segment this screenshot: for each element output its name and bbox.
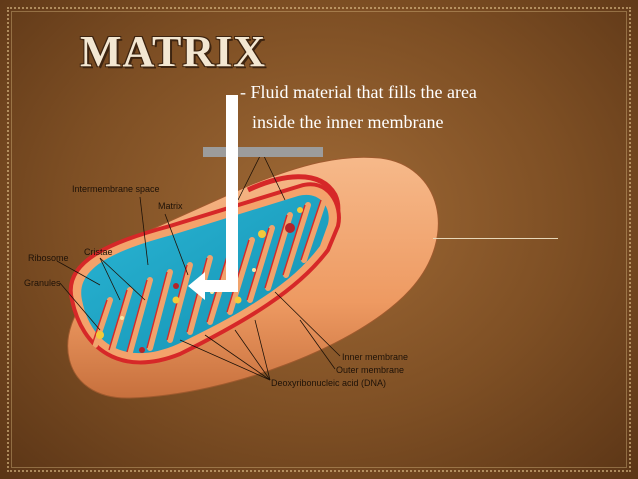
definition-line-1: - Fluid material that fills the area bbox=[240, 82, 477, 102]
matrix-arrow-shape bbox=[188, 95, 238, 300]
definition-line-2: inside the inner membrane bbox=[252, 112, 444, 132]
label-dna: Deoxyribonucleic acid (DNA) bbox=[271, 378, 386, 388]
pointer-bar bbox=[203, 147, 323, 157]
leader-lines bbox=[56, 151, 341, 381]
slide-title: MATRIX bbox=[80, 27, 267, 76]
cristae-folds bbox=[92, 197, 327, 355]
label-matrix: Matrix bbox=[158, 201, 183, 211]
decorative-divider-right bbox=[433, 238, 558, 239]
label-cristae: Cristae bbox=[84, 247, 113, 257]
label-ribosome: Ribosome bbox=[28, 253, 69, 263]
label-outer-membrane: Outer membrane bbox=[336, 365, 404, 375]
label-intermembrane-space: Intermembrane space bbox=[72, 184, 160, 194]
label-granules: Granules bbox=[24, 278, 61, 288]
label-inner-membrane: Inner membrane bbox=[342, 352, 408, 362]
